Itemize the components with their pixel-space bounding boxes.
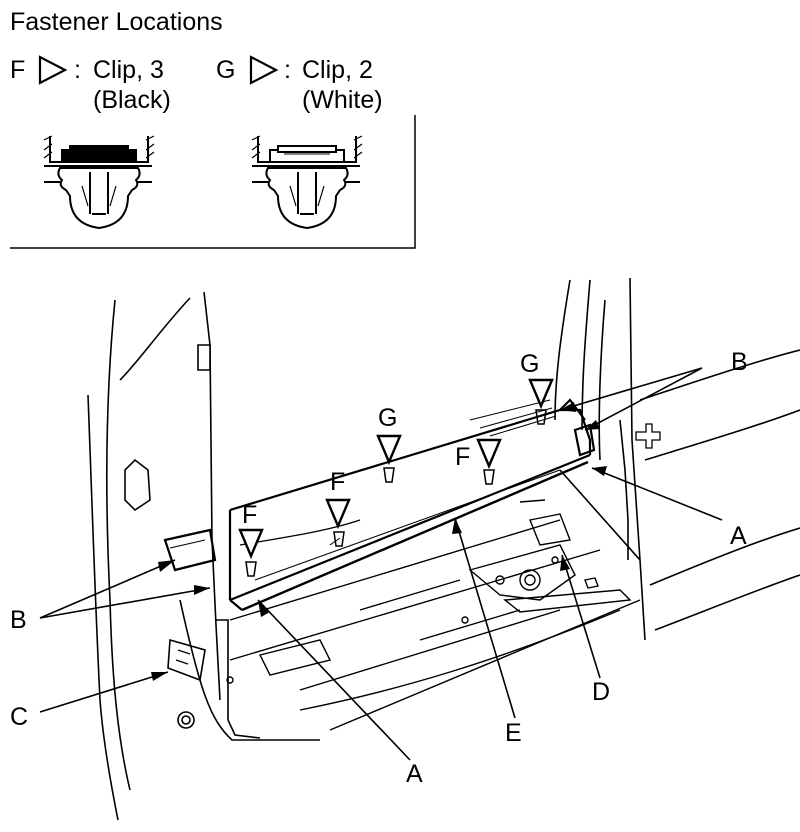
clip-stubs (245, 409, 547, 577)
fastener-legend: Fastener Locations F : Clip, 3 (Black) G… (10, 8, 416, 249)
callout-f-3: F (455, 443, 470, 471)
callout-f-1: F (242, 501, 257, 529)
clip-f-illustration (43, 135, 155, 230)
door-opening-drawing (39, 277, 800, 821)
callout-d: D (592, 678, 610, 706)
legend-f-color: (Black) (93, 86, 171, 114)
callout-e: E (505, 719, 522, 747)
legend-f-letter: F (10, 56, 25, 84)
callout-f-2: F (330, 468, 345, 496)
side-sill-trim-panel[interactable] (163, 398, 596, 612)
callout-a-right: A (730, 522, 747, 550)
legend-g-color: (White) (302, 86, 383, 114)
clip-marker-g-1-icon (376, 434, 402, 466)
legend-g-desc: Clip, 2 (302, 56, 373, 84)
arrow-heads (151, 402, 607, 681)
leader-lines (39, 367, 723, 761)
callout-b-left: B (10, 606, 27, 634)
legend-f-desc: Clip, 3 (93, 56, 164, 84)
callout-b-right: B (731, 348, 748, 376)
legend-frame (10, 115, 416, 249)
right-pillar (554, 277, 800, 641)
clip-f-marker-icon (38, 55, 68, 85)
callout-c: C (10, 703, 28, 731)
callout-g-1: G (378, 404, 397, 432)
callout-labels: B A B C A E D F F G F G (10, 348, 748, 788)
floor-sill (226, 499, 641, 731)
legend-g-letter: G (216, 56, 235, 84)
left-pillar (87, 291, 320, 821)
clip-g-illustration (251, 135, 363, 230)
callout-a-bottom: A (406, 760, 423, 788)
callout-g-2: G (520, 350, 539, 378)
clip-g-marker-icon (249, 55, 279, 85)
clip-marker-f-2-icon (325, 498, 351, 530)
clip-marker-g-2-icon (528, 378, 554, 410)
clip-marker-f-3-icon (476, 438, 502, 470)
clip-marker-f-1-icon (238, 528, 264, 560)
legend-g-separator: : (284, 56, 291, 84)
legend-title: Fastener Locations (10, 8, 223, 36)
legend-f-separator: : (74, 56, 81, 84)
clip-markers (238, 378, 554, 560)
